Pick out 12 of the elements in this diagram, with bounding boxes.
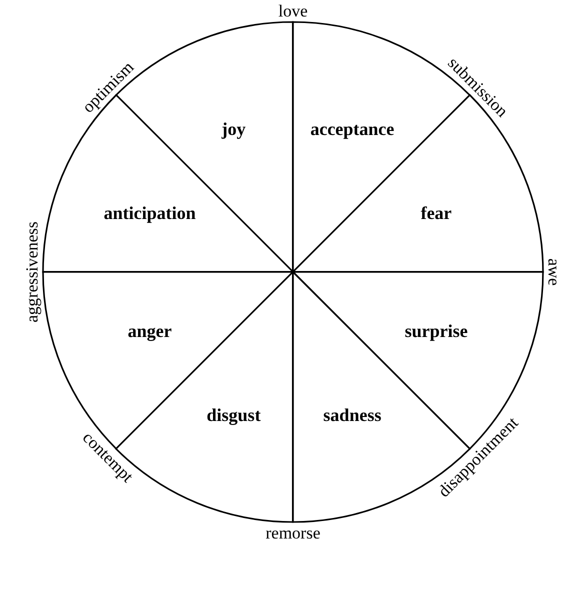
emotion-label: anger	[128, 322, 172, 340]
emotion-label: fear	[420, 204, 452, 222]
rim-label: remorse	[266, 524, 320, 542]
rim-label: aggressiveness	[24, 221, 40, 323]
emotion-label: surprise	[404, 322, 468, 340]
rim-label: awe	[546, 258, 562, 286]
rim-label: love	[278, 2, 308, 20]
emotion-label: disgust	[206, 406, 261, 424]
emotion-label: anticipation	[104, 204, 196, 222]
emotion-label: acceptance	[310, 120, 394, 138]
emotion-label: sadness	[323, 406, 382, 424]
emotion-label: joy	[222, 120, 246, 138]
